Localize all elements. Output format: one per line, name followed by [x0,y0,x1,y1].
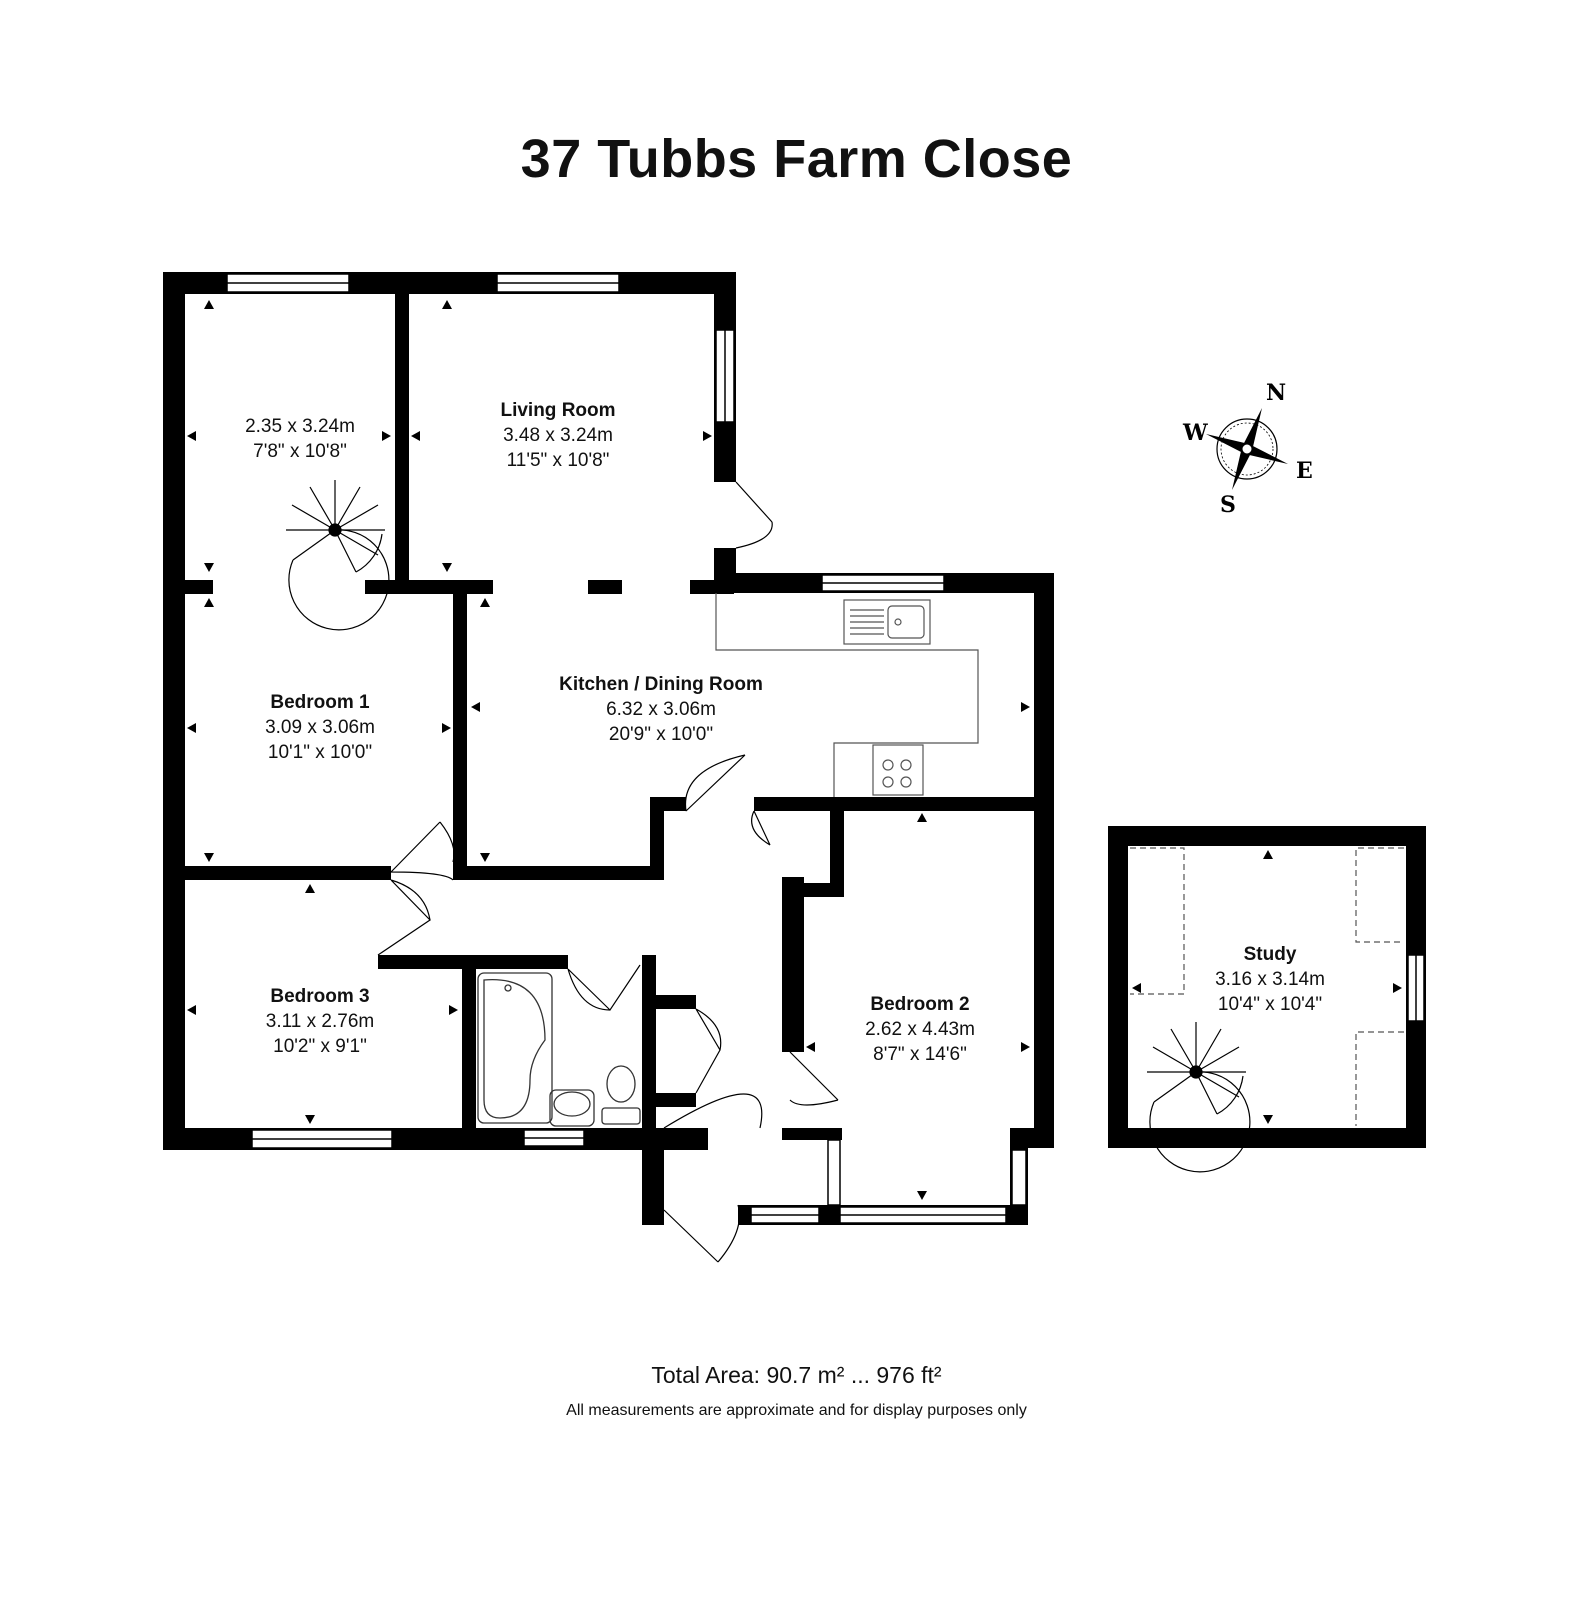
room-study: Study 3.16 x 3.14m 10'4" x 10'4" [1215,942,1325,1017]
compass-west-label: W [1182,420,1208,446]
kitchen-counter [715,593,979,797]
room-bedroom1-name: Bedroom 1 [270,692,370,713]
room-bedroom2-metric: 2.62 x 4.43m [865,1019,975,1040]
room-bedroom1-imperial: 10'1" x 10'0" [267,742,373,763]
spiral-staircase [286,480,390,631]
room-kitchen-name: Kitchen / Dining Room [559,674,763,695]
room-landing: 2.35 x 3.24m 7'8" x 10'8" [245,414,355,464]
floorplan-title: 37 Tubbs Farm Close [520,129,1073,189]
room-study-name: Study [1243,944,1297,965]
room-living-metric: 3.48 x 3.24m [503,425,613,446]
room-bedroom2-imperial: 8'7" x 14'6" [873,1044,967,1065]
compass-rose-icon [1206,408,1288,490]
room-kitchen: Kitchen / Dining Room 6.32 x 3.06m 20'9"… [559,672,763,747]
compass-north-label: N [1266,380,1286,406]
study-spiral-staircase [1147,1022,1251,1173]
room-kitchen-metric: 6.32 x 3.06m [606,699,716,720]
study-eaves-dashed [1130,847,1404,1126]
doors [377,481,839,1263]
room-living-imperial: 11'5" x 10'8" [506,450,610,471]
dimension-arrows [187,300,1402,1200]
total-area: Total Area: 90.7 m² ... 976 ft² [651,1362,942,1388]
room-living: Living Room 3.48 x 3.24m 11'5" x 10'8" [500,398,615,473]
room-bedroom3-imperial: 10'2" x 9'1" [273,1036,367,1057]
disclaimer: All measurements are approximate and for… [566,1402,1027,1419]
room-bedroom2-name: Bedroom 2 [870,994,970,1015]
room-bedroom3-name: Bedroom 3 [270,986,370,1007]
room-kitchen-imperial: 20'9" x 10'0" [608,724,714,745]
room-landing-imperial: 7'8" x 10'8" [253,441,347,462]
room-bedroom3-metric: 3.11 x 2.76m [265,1011,375,1032]
room-bedroom3: Bedroom 3 3.11 x 2.76m 10'2" x 9'1" [266,984,374,1059]
compass-south-label: S [1220,492,1236,518]
room-bedroom2: Bedroom 2 2.62 x 4.43m 8'7" x 14'6" [865,992,975,1067]
room-landing-metric: 2.35 x 3.24m [245,416,355,437]
room-living-name: Living Room [500,400,616,421]
room-bedroom1: Bedroom 1 3.09 x 3.06m 10'1" x 10'0" [265,690,375,765]
compass-east-label: E [1296,458,1313,484]
room-study-imperial: 10'4" x 10'4" [1217,994,1323,1015]
bathroom-fixtures [477,972,641,1127]
room-study-metric: 3.16 x 3.14m [1215,969,1325,990]
windows [226,273,1425,1224]
room-bedroom1-metric: 3.09 x 3.06m [265,717,375,738]
